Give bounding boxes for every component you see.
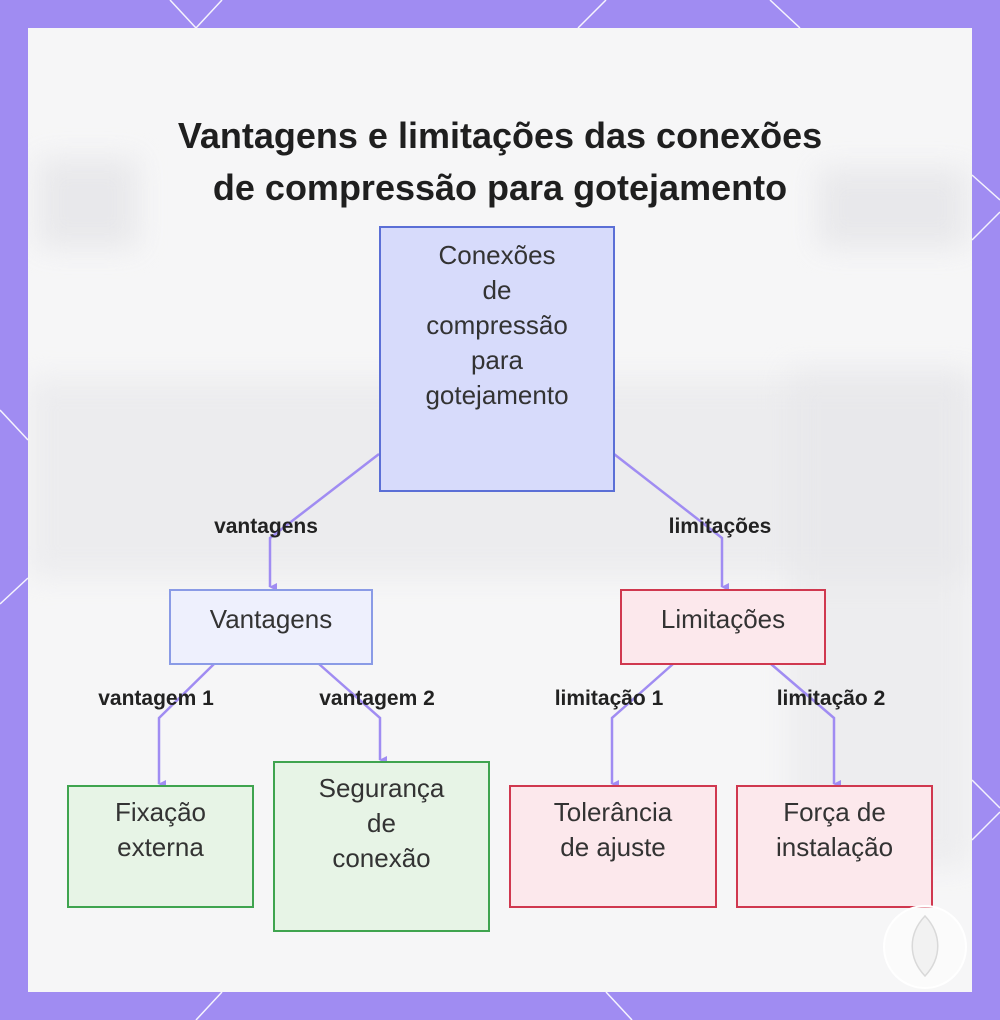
connector-lines — [157, 453, 841, 788]
title-line-2: de compressão para gotejamento — [212, 167, 788, 208]
edge-label-lim-2: limitação 2 — [776, 687, 886, 710]
diagram-title: Vantagens e limitações das conexões de c… — [28, 110, 972, 214]
edge-limitations-lim2 — [770, 663, 841, 788]
edge-limitations-lim1 — [610, 663, 674, 788]
edge-label-adv-1: vantagem 1 — [98, 687, 214, 710]
background-blur — [38, 158, 138, 248]
edge-label-adv-2: vantagem 2 — [319, 687, 435, 710]
node-advantages: Vantagens — [169, 589, 373, 665]
edge-root-limitations — [613, 453, 729, 591]
edge-label-advantages: vantagens — [214, 515, 318, 538]
edge-root-advantages — [268, 453, 380, 591]
edge-advantages-adv1 — [157, 663, 215, 788]
edge-advantages-adv2 — [318, 663, 387, 764]
diagram-canvas: Vantagens e limitações das conexões de c… — [28, 28, 972, 992]
watermark-logo-icon — [883, 905, 967, 989]
edge-label-lim-1: limitação 1 — [554, 687, 664, 710]
background-blur — [818, 168, 968, 248]
node-limitations: Limitações — [620, 589, 826, 665]
title-line-1: Vantagens e limitações das conexões — [177, 115, 823, 156]
edge-label-limitations: limitações — [668, 515, 772, 538]
